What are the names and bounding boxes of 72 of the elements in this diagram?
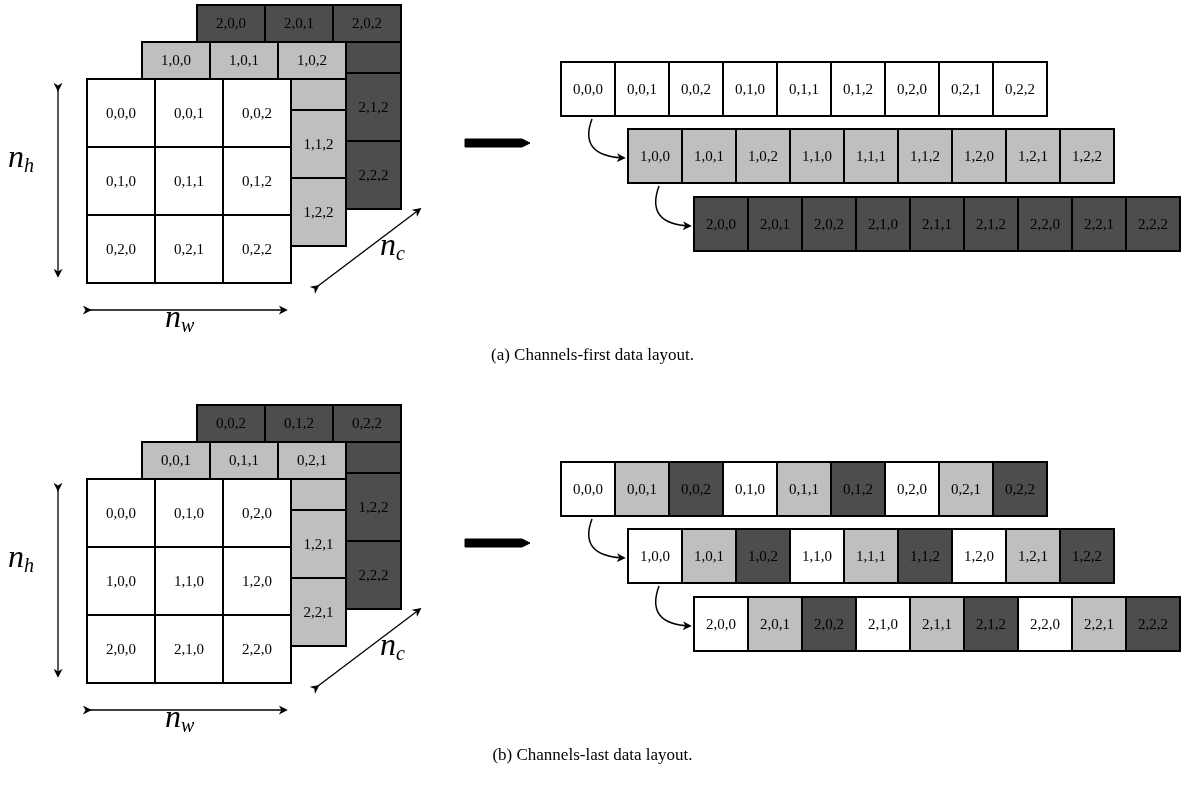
dimension-label: n$_{w}$ bbox=[165, 300, 195, 332]
grid-cell: 2,2,2 bbox=[1125, 596, 1181, 652]
grid-cell: 0,1,2 bbox=[264, 404, 334, 443]
grid-cell: 2,1,2 bbox=[963, 196, 1019, 252]
grid-cell: 0,1,1 bbox=[776, 461, 832, 517]
grid-cell: 2,1,2 bbox=[345, 72, 402, 142]
grid-cell: 2,0,0 bbox=[693, 196, 749, 252]
grid-cell: 1,2,2 bbox=[1059, 528, 1115, 584]
grid-cell: 2,2,1 bbox=[290, 577, 347, 647]
grid-cell: 0,0,2 bbox=[668, 461, 724, 517]
grid-cell: 0,1,2 bbox=[830, 461, 886, 517]
grid-cell: 2,0,2 bbox=[332, 4, 402, 43]
grid-cell: 2,0,1 bbox=[747, 196, 803, 252]
grid-cell: 2,0,0 bbox=[196, 4, 266, 43]
grid-cell: 0,2,1 bbox=[938, 461, 994, 517]
grid-cell: 2,1,0 bbox=[855, 196, 911, 252]
grid-cell: 2,0,2 bbox=[801, 596, 857, 652]
grid-cell: 1,1,1 bbox=[843, 528, 899, 584]
grid-cell: 1,1,2 bbox=[897, 128, 953, 184]
grid-cell: 1,0,2 bbox=[735, 528, 791, 584]
dimension-label: n$_{c}$ bbox=[380, 228, 405, 260]
grid-cell: 2,0,1 bbox=[747, 596, 803, 652]
curved-arrow bbox=[588, 118, 626, 162]
dimension-label: n$_{w}$ bbox=[165, 700, 195, 732]
grid-cell: 1,0,1 bbox=[209, 41, 279, 80]
grid-cell: 1,2,1 bbox=[290, 509, 347, 579]
grid-cell: 0,2,2 bbox=[332, 404, 402, 443]
grid-cell: 1,2,2 bbox=[1059, 128, 1115, 184]
grid-cell: 2,1,2 bbox=[963, 596, 1019, 652]
curved-arrow bbox=[654, 185, 692, 230]
grid-cell: 2,0,0 bbox=[86, 614, 156, 684]
grid-cell: 1,0,2 bbox=[277, 41, 347, 80]
grid-cell: 1,0,0 bbox=[627, 128, 683, 184]
grid-cell: 2,0,2 bbox=[801, 196, 857, 252]
grid-cell: 1,1,2 bbox=[897, 528, 953, 584]
grid-cell: 2,2,1 bbox=[1071, 596, 1127, 652]
curved-arrow bbox=[588, 518, 626, 562]
grid-cell: 1,2,2 bbox=[290, 177, 347, 247]
grid-cell: 0,0,1 bbox=[141, 441, 211, 480]
dimension-label: n$_{h}$ bbox=[8, 140, 34, 172]
grid-cell: 1,0,1 bbox=[681, 128, 737, 184]
grid-cell: 0,0,2 bbox=[196, 404, 266, 443]
memory-row bbox=[627, 128, 1115, 184]
memory-row bbox=[693, 196, 1181, 252]
grid-cell: 2,1,1 bbox=[909, 596, 965, 652]
figure-caption: (b) Channels-last data layout. bbox=[492, 744, 693, 766]
grid-cell: 2,0,1 bbox=[264, 4, 334, 43]
grid-cell: 2,2,1 bbox=[1071, 196, 1127, 252]
grid-cell: 1,2,0 bbox=[951, 128, 1007, 184]
grid-cell: 1,1,2 bbox=[290, 109, 347, 179]
grid-cell: 2,2,2 bbox=[345, 140, 402, 210]
grid-cell: 1,1,1 bbox=[843, 128, 899, 184]
curved-arrow bbox=[654, 585, 692, 630]
grid-cell: 1,2,2 bbox=[345, 472, 402, 542]
grid-cell: 1,0,2 bbox=[735, 128, 791, 184]
dimension-label: n$_{c}$ bbox=[380, 628, 405, 660]
grid-cell: 1,0,1 bbox=[681, 528, 737, 584]
grid-cell: 1,1,0 bbox=[789, 128, 845, 184]
grid-cell: 0,2,1 bbox=[277, 441, 347, 480]
grid-cell: 1,2,1 bbox=[1005, 528, 1061, 584]
grid-cell: 2,2,2 bbox=[1125, 196, 1181, 252]
grid-cell: 2,2,0 bbox=[1017, 196, 1073, 252]
grid-cell: 2,1,1 bbox=[909, 196, 965, 252]
grid-cell: 2,2,2 bbox=[345, 540, 402, 610]
grid-cell: 0,0,1 bbox=[614, 461, 670, 517]
grid-cell: 0,2,0 bbox=[86, 214, 156, 284]
grid-cell: 1,2,1 bbox=[1005, 128, 1061, 184]
grid-cell: 0,2,2 bbox=[992, 461, 1048, 517]
grid-cell: 0,1,1 bbox=[209, 441, 279, 480]
grid-cell: 1,0,0 bbox=[141, 41, 211, 80]
dimension-label: n$_{h}$ bbox=[8, 540, 34, 572]
figure-caption: (a) Channels-first data layout. bbox=[491, 344, 694, 366]
